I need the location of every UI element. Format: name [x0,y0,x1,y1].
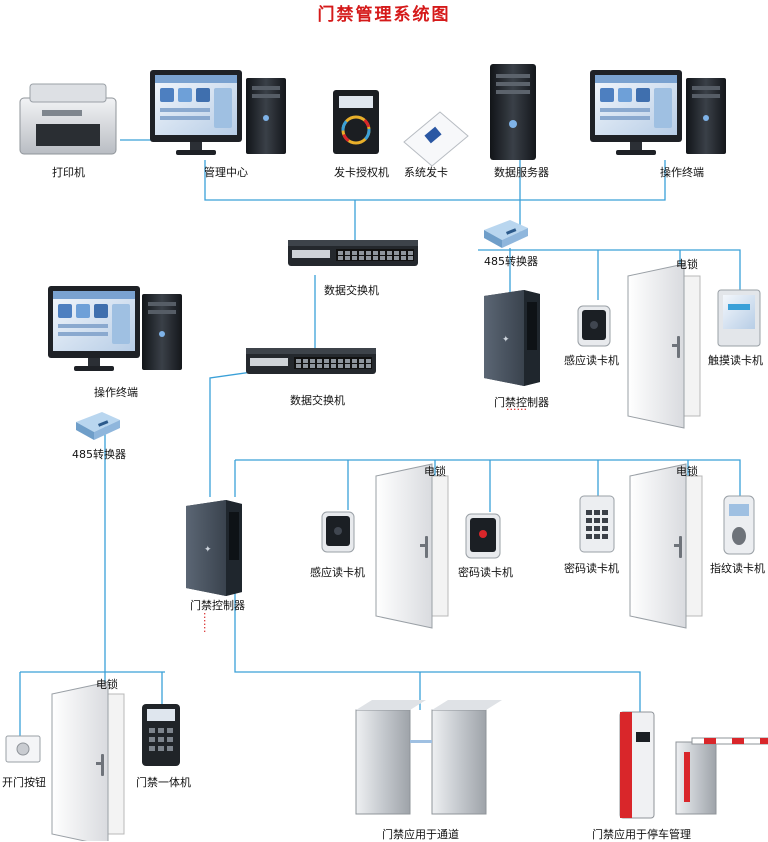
label-data-server: 数据服务器 [494,166,549,179]
pin-reader-a-icon [465,513,501,559]
label-integrated-unit: 门禁一体机 [136,776,191,789]
label-system-card: 系统发卡 [404,166,448,179]
label-prox-reader-b: 感应读卡机 [310,566,365,579]
parking-barrier-icon [619,711,768,819]
pin-reader-b-icon [579,495,615,553]
label-lock-a: 电锁 [676,258,698,271]
management-center-icon [150,70,286,155]
label-lock-c: 电锁 [676,465,698,478]
controller-mid-icon [186,500,242,596]
dots-top: ...... [506,400,527,413]
label-mgmt-center: 管理中心 [204,166,248,179]
label-485-left: 485转换器 [72,448,126,461]
label-parking: 门禁应用于停车管理 [592,828,691,841]
touch-reader-icon [717,289,761,347]
label-card-issuer: 发卡授权机 [334,166,389,179]
prox-reader-top-icon [577,305,611,347]
data-switch-mid-icon [246,348,376,374]
label-op-terminal-top: 操作终端 [660,166,704,179]
operator-terminal-left-icon [48,286,182,371]
door-mid-right-icon [629,463,703,629]
label-fingerprint-reader: 指纹读卡机 [710,562,765,575]
label-485-top: 485转换器 [484,255,538,268]
door-lower-icon [51,681,125,841]
wire-network [19,139,741,740]
data-server-icon [490,64,536,160]
system-card-icon [403,111,469,167]
label-switch-mid: 数据交换机 [290,394,345,407]
label-controller-top: 门禁控制器 [494,396,549,409]
converter-485-top-icon [484,220,528,248]
door-mid-left-icon [375,463,449,629]
label-controller-mid: 门禁控制器 [190,599,245,612]
operator-terminal-top-icon [590,70,726,155]
label-pin-reader-b: 密码读卡机 [564,562,619,575]
fingerprint-reader-icon [723,495,755,555]
label-switch-top: 数据交换机 [324,284,379,297]
label-printer: 打印机 [52,166,85,179]
label-pin-reader-a: 密码读卡机 [458,566,513,579]
data-switch-top-icon [288,240,418,266]
label-exit-button: 开门按钮 [2,776,46,789]
label-lock-d: 电锁 [96,678,118,691]
turnstile-icon [355,700,502,815]
label-prox-reader-a: 感应读卡机 [564,354,619,367]
converter-485-left-icon [76,412,120,440]
label-op-terminal-left: 操作终端 [94,386,138,399]
label-turnstile: 门禁应用于通道 [382,828,459,841]
label-lock-b: 电锁 [424,465,446,478]
page-title: 门禁管理系统图 [317,5,451,25]
controller-top-icon [484,290,540,386]
dots-mid: ...... [201,612,214,633]
card-issuer-icon [333,90,379,154]
exit-button-icon [5,735,41,763]
prox-reader-mid-icon [321,511,355,553]
label-touch-reader: 触摸读卡机 [708,354,763,367]
door-top-icon [627,263,701,429]
integrated-unit-icon [142,704,180,766]
printer-icon [19,83,117,155]
